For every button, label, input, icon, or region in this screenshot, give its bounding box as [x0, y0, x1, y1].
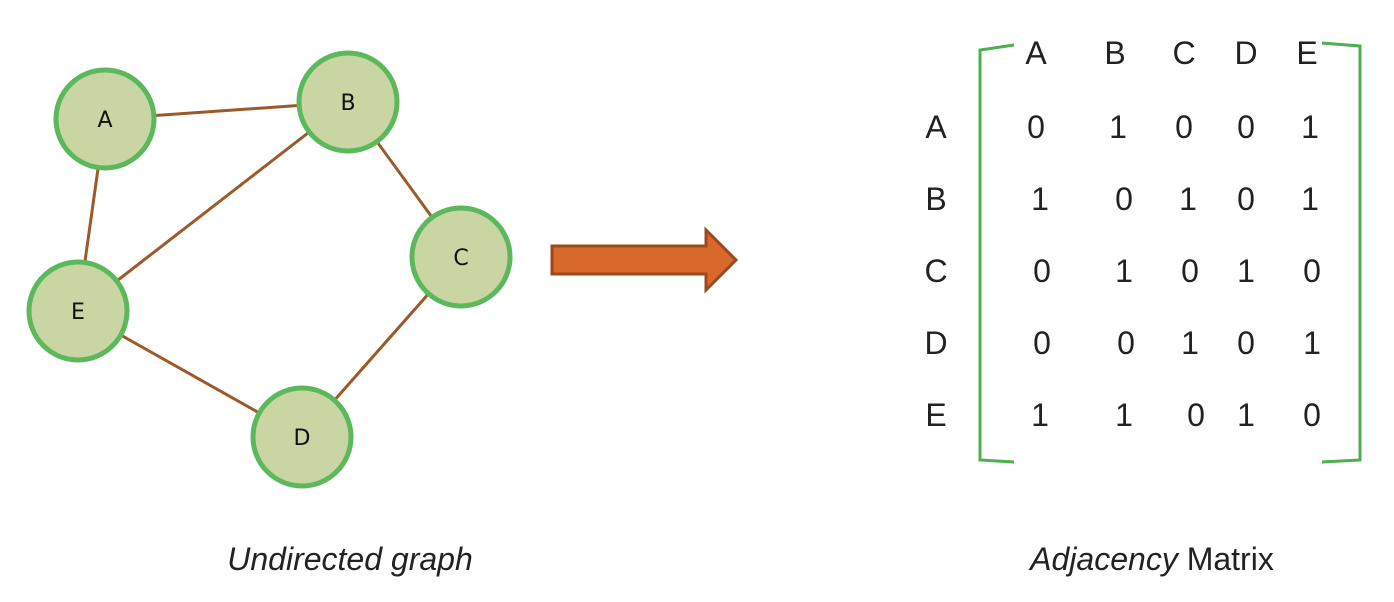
- matrix-row-header: B: [925, 181, 946, 217]
- matrix-caption-regular: Matrix: [1187, 541, 1274, 577]
- matrix-column-header: A: [1025, 35, 1047, 71]
- matrix-cell: 1: [1115, 397, 1133, 433]
- matrix-row-header: D: [924, 325, 947, 361]
- matrix-cell: 1: [1181, 325, 1199, 361]
- matrix-column-header: C: [1172, 35, 1195, 71]
- matrix-brackets: [978, 41, 1362, 464]
- matrix-left-bracket: [978, 43, 1015, 464]
- matrix-cell: 1: [1031, 397, 1049, 433]
- matrix-cell: 0: [1187, 397, 1205, 433]
- edge-b-e: [77, 100, 349, 313]
- matrix-cell: 0: [1033, 253, 1051, 289]
- matrix-cell: 0: [1181, 253, 1199, 289]
- matrix-caption: Adjacency Matrix: [1028, 541, 1274, 577]
- matrix-row-header: C: [924, 253, 947, 289]
- matrix-cell: 1: [1179, 181, 1197, 217]
- matrix-cell: 1: [1237, 397, 1255, 433]
- matrix-cell: 0: [1175, 109, 1193, 145]
- matrix-right-bracket: [1321, 41, 1362, 464]
- matrix-row-header: A: [925, 109, 947, 145]
- matrix-cell: 0: [1027, 109, 1045, 145]
- matrix-column-header: E: [1296, 35, 1317, 71]
- node-e: E: [26, 259, 130, 363]
- matrix-cell: 0: [1117, 325, 1135, 361]
- matrix-cell: 1: [1237, 253, 1255, 289]
- node-a: A: [53, 67, 157, 171]
- matrix-cell: 0: [1303, 253, 1321, 289]
- node-circle: [53, 67, 157, 171]
- matrix-cell: 0: [1033, 325, 1051, 361]
- matrix-caption-italic: Adjacency: [1028, 541, 1180, 577]
- node-label: D: [294, 426, 311, 451]
- node-d: D: [250, 385, 354, 489]
- graph-caption: Undirected graph: [227, 541, 472, 577]
- matrix-cell: 1: [1301, 109, 1319, 145]
- matrix-cell: 0: [1237, 181, 1255, 217]
- matrix-cell: 1: [1031, 181, 1049, 217]
- graph-nodes: A B C D E: [26, 50, 513, 489]
- matrix-column-header: B: [1104, 35, 1125, 71]
- node-circle: [250, 385, 354, 489]
- node-circle: [409, 205, 513, 309]
- matrix-cell: 1: [1303, 325, 1321, 361]
- node-circle: [26, 259, 130, 363]
- node-b: B: [296, 50, 400, 154]
- matrix-row-header: E: [925, 397, 946, 433]
- right-arrow-icon: [550, 226, 739, 294]
- node-label: B: [340, 91, 355, 116]
- matrix-cell: 1: [1115, 253, 1133, 289]
- node-c: C: [409, 205, 513, 309]
- matrix-cell: 1: [1301, 181, 1319, 217]
- arrow-shape: [550, 226, 739, 294]
- node-label: C: [453, 246, 468, 271]
- node-label: E: [71, 300, 85, 325]
- node-circle: [296, 50, 400, 154]
- matrix-cell: 0: [1237, 109, 1255, 145]
- matrix-cell: 0: [1237, 325, 1255, 361]
- node-label: A: [97, 108, 112, 133]
- matrix-cell: 0: [1303, 397, 1321, 433]
- matrix-cell: 0: [1115, 181, 1133, 217]
- matrix-cell: 1: [1109, 109, 1127, 145]
- matrix-column-header: D: [1234, 35, 1257, 71]
